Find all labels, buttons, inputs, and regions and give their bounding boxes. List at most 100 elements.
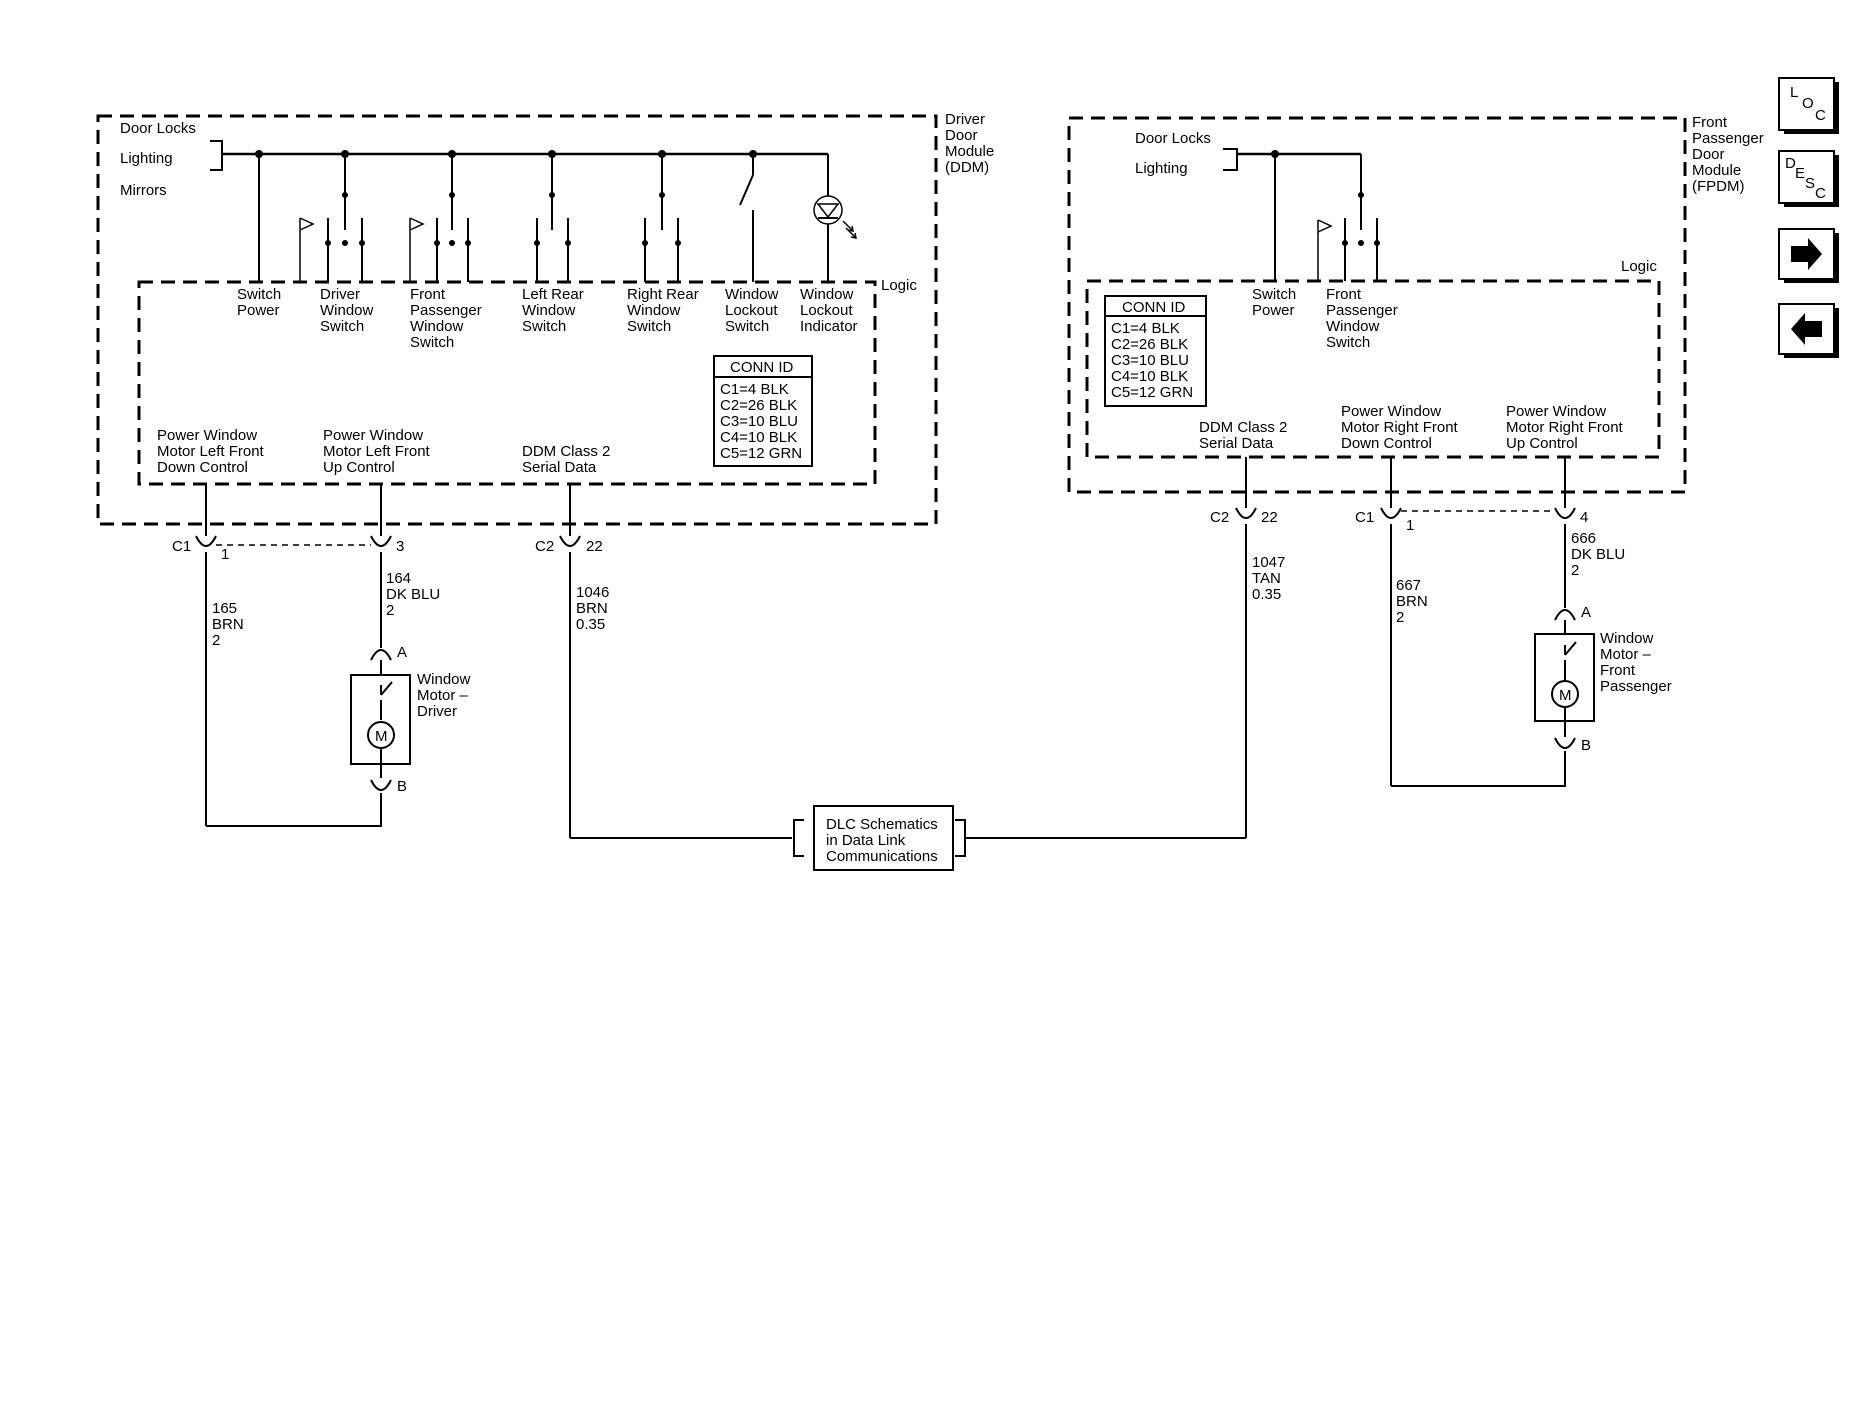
svg-text:M: M [1559, 687, 1572, 704]
ddm-label-left-rear-window-switch: Left Rear Window Switch [522, 286, 588, 335]
ddm-wire-1046-label: 1046 BRN 0.35 [576, 584, 614, 633]
previous-page-button[interactable] [1778, 303, 1839, 358]
svg-text:C2: C2 [1210, 509, 1229, 526]
fpdm-outline [1067, 116, 1687, 494]
svg-text:DLC Schematics: DLC Schematics [826, 816, 938, 833]
ddm-title: Driver Door Module (DDM) [945, 111, 998, 176]
ddm-wire-164-label: 164 DK BLU 2 [386, 570, 444, 619]
svg-text:C: C [1815, 185, 1826, 202]
fpdm-wire-1047-label: 1047 TAN 0.35 [1252, 554, 1290, 603]
fpdm-output-right-front-up: Power Window Motor Right Front Up Contro… [1506, 403, 1627, 452]
previous-arrow-icon [1791, 313, 1822, 345]
ddm-left-rear-switch-symbol [534, 154, 571, 282]
front-passenger-window-motor-label: Window Motor – Front Passenger [1600, 630, 1672, 695]
fpdm-connector-c2-pin22: C2 22 [1210, 507, 1278, 526]
fpdm-harness: C2 22 C1 1 4 1047 TAN 0.35 667 BRN 2 [1210, 507, 1672, 838]
svg-text:22: 22 [1261, 509, 1278, 526]
ddm-harness: C1 1 3 C2 22 165 BRN 2 164 DK BLU 2 [172, 535, 792, 839]
ddm-right-rear-switch-symbol [642, 154, 681, 282]
fpdm-input-bracket [1223, 148, 1238, 171]
ddm-connector-c1-pin3: 3 [370, 535, 404, 555]
loc-button[interactable]: L O C [1778, 77, 1839, 134]
ddm-input-lighting: Lighting [120, 150, 173, 167]
svg-text:C4=10 BLK: C4=10 BLK [720, 429, 797, 446]
svg-text:C: C [1815, 107, 1826, 124]
ddm-driver-window-switch-symbol [299, 154, 365, 282]
svg-text:CONN ID: CONN ID [730, 359, 794, 376]
ddm-front-passenger-switch-symbol [409, 154, 471, 282]
driver-window-motor-label: Window Motor – Driver [417, 671, 475, 720]
svg-text:L: L [1790, 84, 1798, 101]
svg-text:1: 1 [221, 546, 229, 563]
ddm-logic-outline [137, 280, 877, 486]
fpdm-wire-666-label: 666 DK BLU 2 [1571, 530, 1629, 579]
ddm-label-window-lockout-indicator: Window Lockout Indicator [800, 286, 858, 335]
svg-text:22: 22 [586, 538, 603, 555]
ddm-label-window-lockout-switch: Window Lockout Switch [725, 286, 783, 335]
fpdm-label-switch-power: Switch Power [1252, 286, 1300, 319]
ddm-outline [96, 114, 938, 526]
ddm-output-left-front-up: Power Window Motor Left Front Up Control [323, 427, 434, 476]
svg-text:C5=12 GRN: C5=12 GRN [720, 445, 802, 462]
svg-text:C3=10 BLU: C3=10 BLU [720, 413, 798, 430]
ddm-output-class2-serial-data: DDM Class 2 Serial Data [522, 443, 615, 476]
ddm-label-front-passenger-window-switch: Front Passenger Window Switch [410, 286, 486, 351]
ddm-conn-id-table: CONN ID C1=4 BLK C2=26 BLK C3=10 BLU C4=… [713, 355, 813, 467]
svg-text:C3=10 BLU: C3=10 BLU [1111, 352, 1189, 369]
ddm-input-door-locks: Door Locks [120, 120, 196, 137]
svg-text:O: O [1802, 95, 1814, 112]
driver-door-module: Driver Door Module (DDM) Logic Door Lock… [96, 111, 998, 536]
ddm-logic-label: Logic [881, 277, 917, 294]
ddm-label-switch-power: Switch Power [237, 286, 285, 319]
next-arrow-icon [1791, 238, 1822, 270]
fpdm-connector-c1-pin4: 4 [1554, 507, 1588, 526]
svg-text:C1: C1 [1355, 509, 1374, 526]
svg-text:C2: C2 [535, 538, 554, 555]
svg-text:3: 3 [396, 538, 404, 555]
desc-button[interactable]: D E S C [1778, 150, 1839, 207]
fpdm-front-passenger-switch-symbol [1317, 154, 1380, 281]
fpdm-output-right-front-down: Power Window Motor Right Front Down Cont… [1341, 403, 1462, 452]
svg-text:CONN ID: CONN ID [1122, 299, 1186, 316]
dlc-schematics-reference-box: DLC Schematics in Data Link Communicatio… [793, 805, 1246, 871]
svg-text:C5=12 GRN: C5=12 GRN [1111, 384, 1193, 401]
svg-text:E: E [1795, 165, 1805, 182]
fpdm-logic-outline [1085, 279, 1661, 459]
ddm-connector-c2-pin22: C2 22 [535, 535, 603, 555]
svg-text:Communications: Communications [826, 848, 938, 865]
fpdm-label-front-passenger-window-switch: Front Passenger Window Switch [1326, 286, 1402, 351]
svg-text:C4=10 BLK: C4=10 BLK [1111, 368, 1188, 385]
svg-text:A: A [1581, 604, 1591, 621]
front-passenger-window-motor: A M B Window Motor – Front Passenger [1534, 604, 1672, 754]
svg-text:1: 1 [1406, 517, 1414, 534]
ddm-input-bracket [210, 140, 223, 171]
ddm-input-mirrors: Mirrors [120, 182, 167, 199]
driver-window-motor: A M B Window Motor – Driver [350, 644, 475, 795]
svg-text:in Data Link: in Data Link [826, 832, 906, 849]
fpdm-wire-667-label: 667 BRN 2 [1396, 577, 1432, 626]
fpdm-input-lighting: Lighting [1135, 160, 1188, 177]
svg-text:C1=4 BLK: C1=4 BLK [1111, 320, 1180, 337]
svg-text:A: A [397, 644, 407, 661]
next-page-button[interactable] [1778, 228, 1839, 283]
fpdm-connector-c1-pin1: C1 1 [1355, 507, 1414, 534]
ddm-wire-165-label: 165 BRN 2 [212, 600, 248, 649]
ddm-label-right-rear-window-switch: Right Rear Window Switch [627, 286, 703, 335]
ddm-lockout-indicator-led-icon [813, 154, 857, 282]
svg-text:D: D [1785, 155, 1796, 172]
svg-text:M: M [375, 728, 388, 745]
svg-text:C1: C1 [172, 538, 191, 555]
front-passenger-door-module: Front Passenger Door Module (FPDM) Logic… [1067, 114, 1768, 508]
svg-text:4: 4 [1580, 509, 1588, 526]
ddm-label-driver-window-switch: Driver Window Switch [320, 286, 378, 335]
ddm-output-left-front-down: Power Window Motor Left Front Down Contr… [157, 427, 268, 476]
svg-text:B: B [1581, 737, 1591, 754]
fpdm-title: Front Passenger Door Module (FPDM) [1692, 114, 1768, 195]
svg-text:S: S [1805, 175, 1815, 192]
svg-text:B: B [397, 778, 407, 795]
fpdm-input-door-locks: Door Locks [1135, 130, 1211, 147]
svg-text:C1=4 BLK: C1=4 BLK [720, 381, 789, 398]
fpdm-conn-id-table: CONN ID C1=4 BLK C2=26 BLK C3=10 BLU C4=… [1104, 295, 1207, 407]
fpdm-output-class2-serial-data: DDM Class 2 Serial Data [1199, 419, 1292, 452]
ddm-window-lockout-switch-symbol [739, 154, 754, 282]
